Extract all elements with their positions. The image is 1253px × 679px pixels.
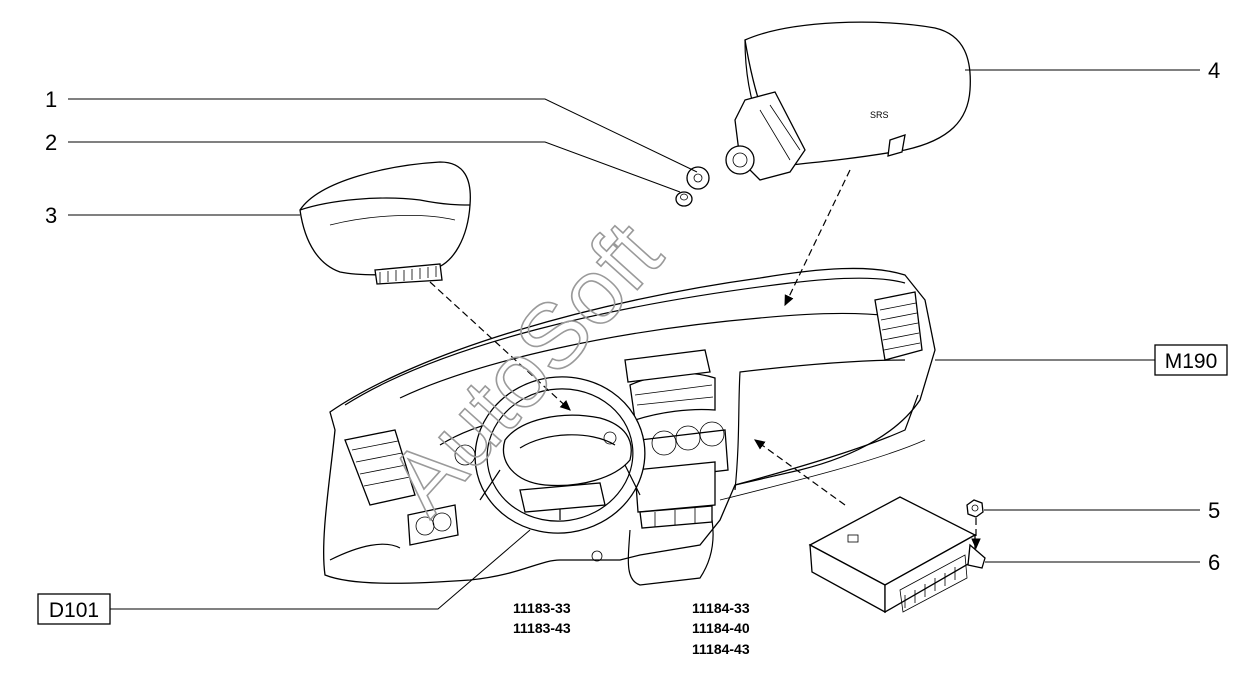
callout-5: 5 <box>1208 498 1220 523</box>
callout-1: 1 <box>45 87 57 112</box>
steering-wheel-drawing <box>474 376 646 534</box>
model-code-right-1: 11184-33 <box>692 600 750 616</box>
assembly-arrows <box>429 169 981 550</box>
fastener-nut-2 <box>675 191 693 207</box>
label-box-m190: M190 <box>1154 344 1228 376</box>
model-code-left-1: 11183-33 <box>513 600 571 616</box>
svg-text:SRS: SRS <box>870 110 889 120</box>
model-code-left-2: 11183-43 <box>513 620 571 636</box>
model-code-right-2: 11184-40 <box>692 620 750 636</box>
model-code-right-3: 11184-43 <box>692 641 750 657</box>
fastener-nut-1 <box>686 166 710 190</box>
leader-lines <box>68 69 1200 610</box>
callout-6: 6 <box>1208 550 1220 575</box>
callout-4: 4 <box>1208 58 1220 83</box>
callout-3: 3 <box>45 203 57 228</box>
airbag-control-unit-drawing <box>808 496 986 614</box>
fastener-nut-5 <box>966 499 984 518</box>
passenger-airbag-drawing: SRS <box>725 21 971 181</box>
callout-2: 2 <box>45 130 57 155</box>
label-box-d101: D101 <box>37 593 111 625</box>
label-d101: D101 <box>49 599 99 622</box>
label-m190: M190 <box>1165 350 1218 373</box>
driver-airbag-drawing <box>299 161 471 285</box>
